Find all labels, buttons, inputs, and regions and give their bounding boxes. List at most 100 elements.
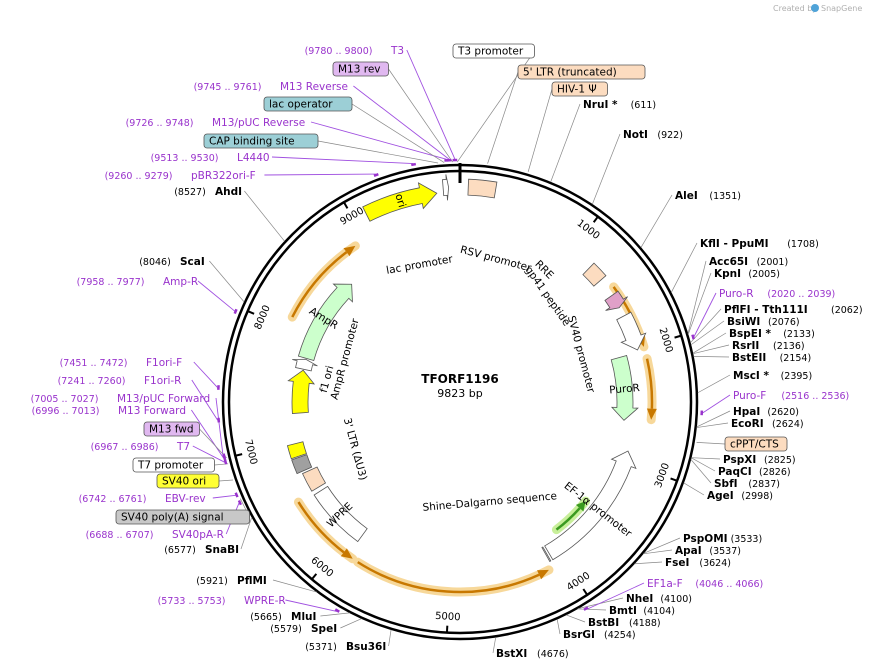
primer-leader — [264, 173, 376, 176]
feature-shape — [616, 311, 647, 351]
leader-line — [640, 194, 673, 248]
feature-box-5-ltr-truncated: 5' LTR (truncated) — [517, 64, 646, 80]
feature-leader — [317, 140, 439, 164]
plasmid-center-label: TFORF1196 9823 bp — [421, 372, 498, 400]
leader-line — [244, 190, 285, 242]
feature-label: PuroR — [609, 382, 640, 396]
enzyme-name: Acc65I — [709, 256, 748, 268]
primer-puro-f: Puro-F(2516 .. 2536) — [700, 390, 849, 416]
enzyme-position: (2837) — [748, 479, 780, 490]
enzyme-position: (4100) — [660, 594, 692, 605]
enzyme-name: NruI * — [583, 99, 618, 111]
feature-ampr: AmpR — [297, 283, 353, 361]
orf-head — [575, 501, 586, 512]
feature-box-label: T7 promoter — [137, 460, 204, 472]
feature-box-m13-fwd: M13 fwd — [143, 421, 200, 437]
primer-range: (9780 .. 9800) — [305, 46, 373, 57]
orf-shaft — [291, 251, 348, 318]
primer-name: F1ori-R — [144, 375, 181, 387]
leader-line — [692, 332, 727, 354]
orf-arrows — [287, 241, 657, 597]
primer-leader — [191, 409, 224, 459]
enzyme-position: (611) — [631, 100, 657, 111]
enzyme-name: PspXI — [723, 454, 756, 466]
enzyme-position: (5579) — [270, 624, 302, 635]
plasmid-size: 9823 bp — [437, 387, 482, 400]
orf-shaft — [645, 358, 654, 409]
orf-shaft — [555, 507, 581, 531]
feature-3-ltr-u3: 3' LTR (ΔU3) — [301, 417, 369, 492]
enzyme-name: SbfI — [714, 478, 738, 490]
feature-box-sv40-ori: SV40 ori — [156, 473, 220, 489]
orf-head — [340, 548, 353, 559]
feature-box — [551, 81, 608, 97]
tick-label: 8000 — [253, 304, 273, 332]
enzyme-name: SpeI — [311, 623, 337, 635]
enzyme-position: (2395) — [781, 371, 813, 382]
feature-shine-dalgarno-sequence: Shine-Dalgarno sequence — [422, 490, 557, 563]
enzyme-position: (2154) — [780, 353, 812, 364]
feature-box-cap-binding-site: CAP binding site — [203, 133, 319, 149]
leader-line — [272, 579, 317, 593]
leader-line — [209, 260, 245, 303]
primer-leader — [693, 292, 717, 337]
primer-leader — [191, 379, 219, 421]
tick-label: 1000 — [575, 218, 602, 242]
feature-label: 3' LTR (ΔU3) — [341, 417, 369, 482]
enzyme-site-bsrgi: BsrGI(4254) — [563, 629, 636, 641]
feature-leader — [696, 442, 726, 445]
enzyme-site-pflmi: PflMI(5921) — [196, 575, 267, 587]
primer-range: (7958 .. 7977) — [77, 277, 145, 288]
enzyme-position: (3533) — [731, 534, 763, 545]
enzyme-position: (4188) — [629, 618, 661, 629]
leader-line — [691, 457, 716, 472]
feature-box-hiv-1: HIV-1 Ψ — [551, 81, 608, 97]
feature-box-label: CAP binding site — [209, 136, 295, 148]
enzyme-site-pspxi: PspXI(2825) — [723, 454, 796, 466]
enzyme-site-snabi: SnaBI(6577) — [164, 544, 239, 556]
feature-leader — [388, 68, 453, 163]
feature-shape — [286, 441, 307, 460]
primer-t7: T7(6967 .. 6986) — [91, 441, 228, 465]
primer-leader — [285, 599, 337, 612]
feature-ef-1-promoter: EF-1α promoter — [544, 450, 637, 561]
enzyme-site-ahdi: AhdI(8527) — [174, 186, 242, 198]
primer-name: EF1a-F — [647, 578, 683, 590]
primer-f1ori-f: F1ori-F(7451 .. 7472) — [60, 357, 220, 390]
leader-line — [696, 410, 731, 428]
primer-leader — [271, 156, 414, 164]
primer-amp-r: Amp-R(7958 .. 7977) — [77, 276, 238, 315]
leader-line — [687, 272, 712, 335]
primer-leader — [193, 361, 218, 388]
orf-head — [537, 569, 549, 580]
feature-shape — [544, 450, 637, 561]
enzyme-name: ApaI — [675, 545, 702, 557]
enzyme-position: (5921) — [196, 576, 228, 587]
enzyme-position: (922) — [657, 130, 683, 141]
enzyme-site-kpni: KpnI(2005) — [714, 268, 780, 280]
feature-shape — [442, 174, 449, 201]
feature-box — [143, 421, 200, 437]
primer-t3: T3(9780 .. 9800) — [305, 45, 458, 162]
enzyme-site-paqci: PaqCI(2826) — [718, 466, 791, 478]
primer-name: M13 Reverse — [280, 81, 348, 93]
leader-line — [690, 308, 722, 343]
primer-mark — [373, 173, 379, 177]
feature-box-label: M13 rev — [338, 64, 381, 76]
enzyme-position: (2998) — [741, 491, 773, 502]
feature-box-label: cPPT/CTS — [730, 439, 779, 451]
feature-block-11 — [291, 454, 313, 475]
enzyme-site-apai: ApaI(3537) — [675, 545, 741, 557]
enzyme-position: (2826) — [759, 467, 791, 478]
feature-f1-ori: f1 ori — [287, 364, 336, 414]
enzyme-name: PspOMI — [683, 533, 728, 545]
feature-label: RSV promoter — [459, 244, 533, 275]
enzyme-position: (6577) — [164, 545, 196, 556]
primer-mark — [334, 608, 340, 613]
leader-line — [670, 242, 698, 293]
enzyme-position: (2062) — [831, 305, 863, 316]
feature-box-lac-operator: lac operator — [263, 96, 353, 112]
enzyme-site-fsei: FseI(3624) — [665, 557, 731, 569]
feature-box — [156, 473, 220, 489]
